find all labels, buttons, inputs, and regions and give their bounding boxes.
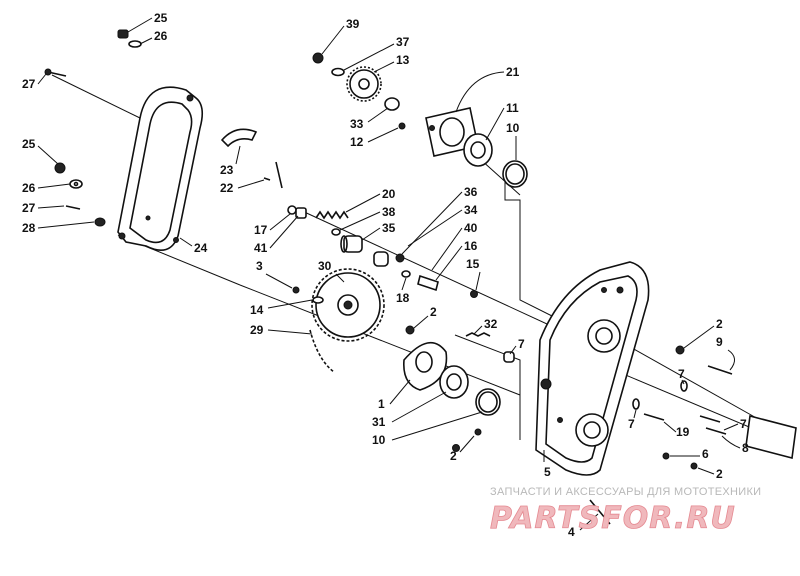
- part-label-19: 19: [676, 425, 690, 439]
- part-label-15: 15: [466, 257, 480, 271]
- part-label-24: 24: [194, 241, 208, 255]
- chain-case-cover: [117, 86, 204, 252]
- small-fasteners: [405, 290, 515, 436]
- part-label-35: 35: [382, 221, 396, 235]
- part-label-8: 8: [742, 441, 749, 455]
- part-label-20: 20: [382, 187, 396, 201]
- part-label-25-top: 25: [154, 11, 168, 25]
- part-label-28: 28: [22, 221, 36, 235]
- part-label-10-upper: 10: [506, 121, 520, 135]
- part-label-34: 34: [464, 203, 478, 217]
- part-label-4: 4: [568, 525, 575, 539]
- part-label-2-mid: 2: [430, 305, 437, 319]
- tensioner-shoe: [220, 128, 283, 189]
- part-label-1: 1: [378, 397, 385, 411]
- part-label-7-right-top: 7: [678, 367, 685, 381]
- watermark: ЗАПЧАСТИ И АКСЕССУАРЫ ДЛЯ МОТОТЕХНИКИ PA…: [490, 486, 761, 536]
- left-fasteners: [54, 162, 106, 227]
- part-label-7-right-low: 7: [740, 417, 747, 431]
- part-label-26-top: 26: [154, 29, 168, 43]
- watermark-caption: ЗАПЧАСТИ И АКСЕССУАРЫ ДЛЯ МОТОТЕХНИКИ: [490, 486, 761, 498]
- part-label-5: 5: [544, 465, 551, 479]
- part-label-2-right-top: 2: [716, 317, 723, 331]
- right-side-hardware: [452, 345, 797, 525]
- part-label-9: 9: [716, 335, 723, 349]
- tensioner-spring: [287, 205, 349, 236]
- part-label-29: 29: [250, 323, 264, 337]
- spacer-bushings: [340, 235, 439, 292]
- part-label-3: 3: [256, 259, 263, 273]
- part-label-31: 31: [372, 415, 386, 429]
- part-label-33: 33: [350, 117, 364, 131]
- cover-bolt-top: [44, 68, 67, 77]
- part-label-40: 40: [464, 221, 478, 235]
- part-label-23: 23: [220, 163, 234, 177]
- part-label-11: 11: [506, 101, 519, 115]
- part-label-25-left: 25: [22, 137, 36, 151]
- part-label-39: 39: [346, 17, 360, 31]
- watermark-logo: PARTSFOR.RU: [490, 501, 736, 536]
- part-label-41: 41: [254, 241, 268, 255]
- part-label-22: 22: [220, 181, 234, 195]
- part-label-6: 6: [702, 447, 709, 461]
- part-label-30: 30: [318, 259, 332, 273]
- top-nut-washer: [117, 29, 142, 48]
- part-label-37: 37: [396, 35, 410, 49]
- driven-sprocket-and-chain: [292, 268, 385, 373]
- part-label-7-right-mid: 7: [628, 417, 635, 431]
- part-label-14: 14: [250, 303, 264, 317]
- part-label-36: 36: [464, 185, 478, 199]
- part-label-27-top: 27: [22, 77, 36, 91]
- part-label-12: 12: [350, 135, 364, 149]
- upper-sprocket: [312, 52, 406, 130]
- parts-drawing: [44, 29, 797, 525]
- part-label-27-left: 27: [22, 201, 36, 215]
- part-label-2-lower: 2: [450, 449, 457, 463]
- part-labels: 25 26 27 25 26 27 28 24 23 22 17 41: [22, 11, 749, 539]
- part-label-21: 21: [506, 65, 520, 79]
- part-label-13: 13: [396, 53, 410, 67]
- part-label-18: 18: [396, 291, 410, 305]
- part-label-32: 32: [484, 317, 498, 331]
- upper-bearing-assembly: [425, 107, 528, 188]
- part-label-16: 16: [464, 239, 478, 253]
- part-label-17: 17: [254, 223, 268, 237]
- part-label-38: 38: [382, 205, 396, 219]
- part-label-2-right-low: 2: [716, 467, 723, 481]
- chain-case-housing: [535, 261, 650, 476]
- part-label-26-left: 26: [22, 181, 36, 195]
- lower-bearing-assembly: [403, 342, 501, 416]
- part-label-7-mid: 7: [518, 337, 525, 351]
- part-label-10-lower: 10: [372, 433, 386, 447]
